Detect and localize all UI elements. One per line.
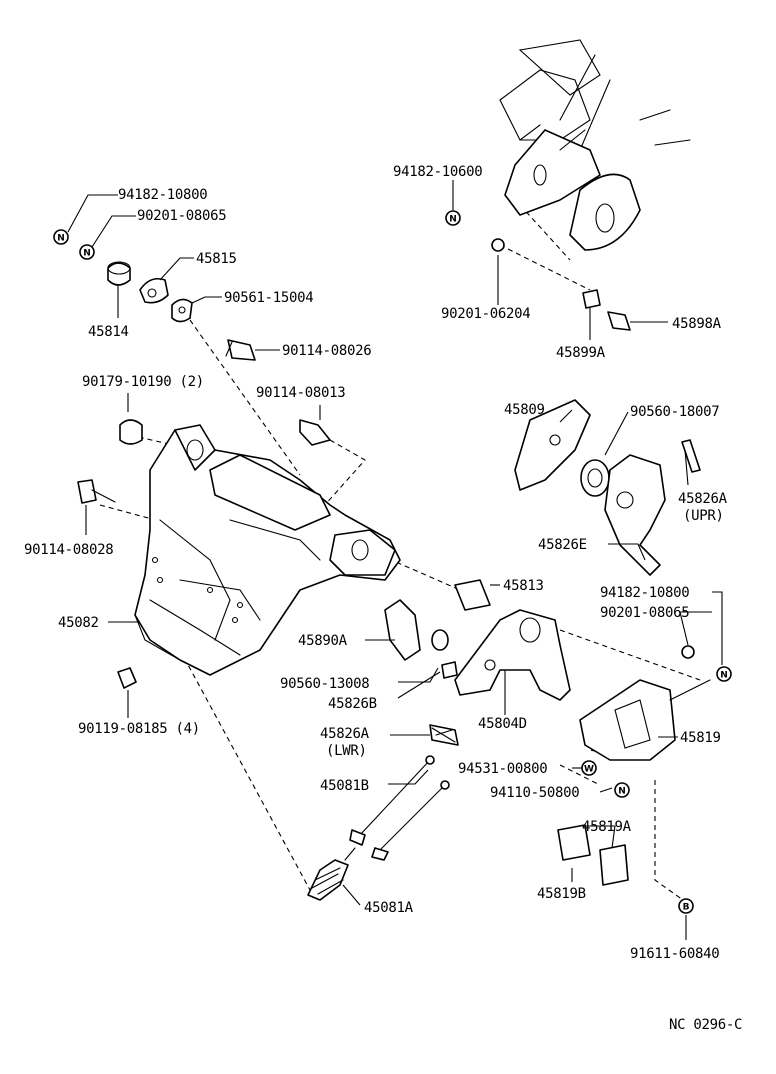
steering-column [499,39,691,251]
part-label: 45804D [478,716,527,732]
part-label: 45809 [504,402,545,418]
left-hardware [77,261,331,689]
footer-code: NC 0296-C [669,1017,742,1033]
part-label: 90114-08028 [24,542,113,558]
part-label: 90560-18007 [630,404,719,420]
part-label: 90201-08065 [600,605,689,621]
part-label: 90119-08185 (4) [78,721,200,737]
nut-symbol: N [53,229,69,245]
svg-text:N: N [720,671,728,681]
part-label: (UPR) [683,508,724,524]
nut-symbol: N [445,210,461,226]
nut-symbol: N [614,782,630,798]
part-label: 94182-10600 [393,164,482,180]
part-label: 90114-08013 [256,385,345,401]
part-label: (LWR) [326,743,367,759]
part-label: 45081A [364,900,414,916]
part-label: 90179-10190 (2) [82,374,204,390]
nut-symbol: N [79,244,95,260]
part-label: 45819 [680,730,721,746]
washer-symbol: W [581,760,597,776]
part-label: 90114-08026 [282,343,371,359]
svg-text:B: B [683,903,690,913]
part-label: 45826A [320,726,370,742]
svg-text:N: N [83,249,91,259]
part-label: 45815 [196,251,237,267]
symbol-markers: N N N N W N B [53,210,732,914]
part-label: 45813 [503,578,544,594]
svg-text:N: N [449,215,457,225]
leader-lines [67,180,723,940]
bolt-symbol: B [678,898,694,914]
part-label: 90561-15004 [224,290,313,306]
right-hardware [384,238,711,886]
rods-springs [307,755,450,901]
svg-text:N: N [57,234,65,244]
part-label: 94531-00800 [458,761,547,777]
part-label: 45890A [298,633,348,649]
part-label: 94182-10800 [600,585,689,601]
part-label: 45819B [537,886,586,902]
part-label: 90201-08065 [137,208,226,224]
svg-text:N: N [618,787,626,797]
part-label: 45826E [538,537,587,553]
part-label: 45819A [582,819,632,835]
nut-symbol: N [716,666,732,682]
part-label: 45826A [678,491,728,507]
part-label: 45081B [320,778,369,794]
part-label: 94182-10800 [118,187,207,203]
part-labels: 94182-10800 90201-08065 45815 90561-1500… [24,164,742,1033]
part-label: 94110-50800 [490,785,579,801]
part-label: 45899A [556,345,606,361]
part-label: 45082 [58,615,99,631]
part-label: 90201-06204 [441,306,530,322]
svg-text:W: W [584,765,594,775]
part-label: 45826B [328,696,377,712]
part-label: 45814 [88,324,129,340]
part-label: 90560-13008 [280,676,369,692]
part-label: 91611-60840 [630,946,719,962]
support-bracket-45082 [134,424,401,676]
part-label: 45898A [672,316,722,332]
